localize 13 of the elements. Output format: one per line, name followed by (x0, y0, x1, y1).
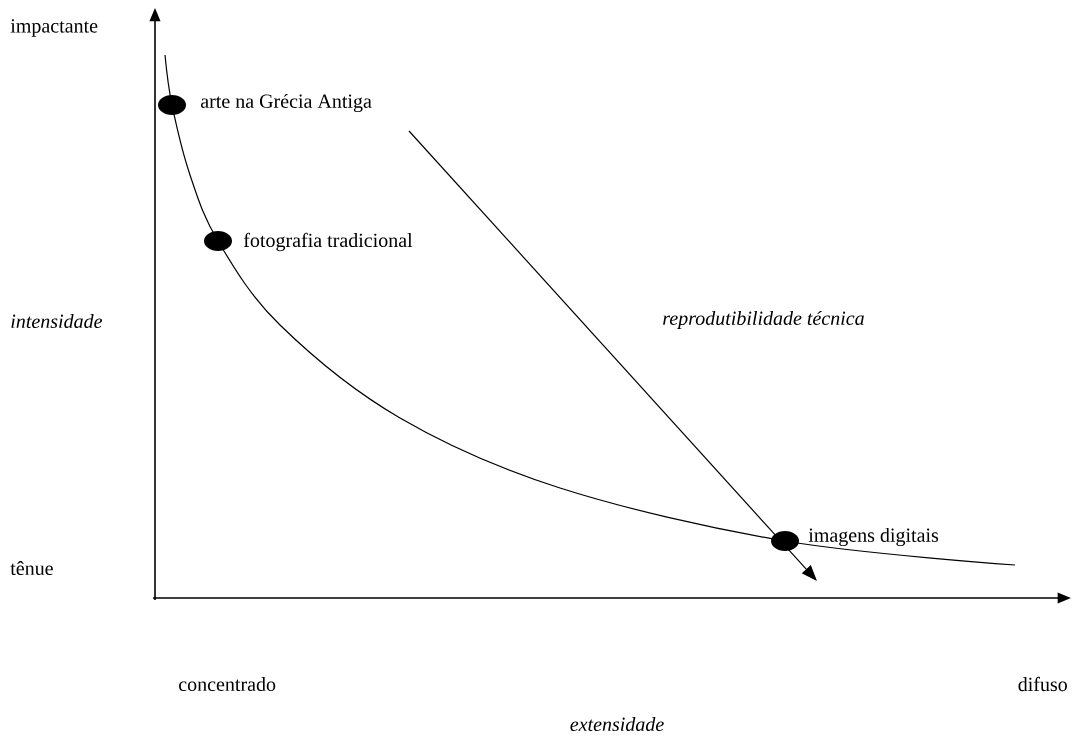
point-marker (771, 531, 799, 551)
axis-title: intensidade (11, 313, 103, 329)
axis-title: extensidade (570, 716, 664, 732)
point-label: arte na Grécia Antiga (201, 93, 372, 113)
arrow-label: reprodutibilidade técnica (663, 310, 864, 330)
axis-label: difuso (1018, 676, 1067, 692)
axis-label: concentrado (179, 676, 276, 691)
point-marker (204, 231, 232, 251)
point-marker (158, 95, 186, 115)
point-label: fotografia tradicional (243, 232, 413, 252)
axis-label: tênue (10, 560, 53, 576)
axis-label: impactante (10, 19, 98, 37)
point-label: imagens digitais (808, 527, 939, 547)
